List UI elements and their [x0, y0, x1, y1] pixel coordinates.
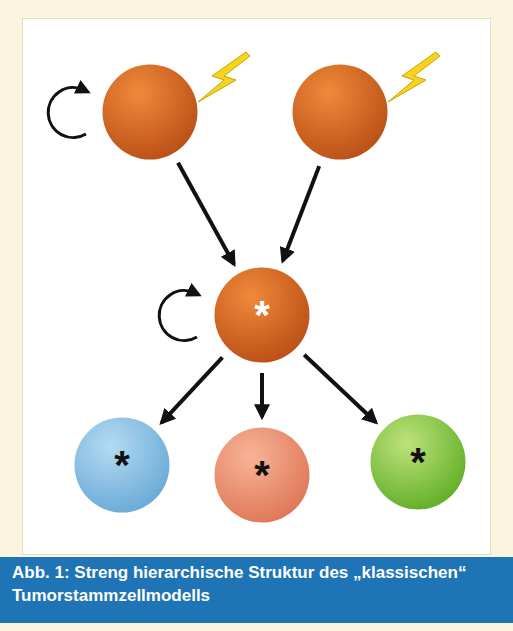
- cell-body: [293, 65, 388, 160]
- cell-body: [215, 268, 310, 363]
- cell-circle: *: [214, 267, 310, 363]
- cell-body: [371, 415, 466, 510]
- cell-circle: [292, 64, 388, 160]
- self-renewal-arrow: [159, 291, 197, 341]
- circle-outline: [292, 64, 388, 160]
- caption: Abb. 1: Streng hierarchische Struktur de…: [12, 561, 482, 607]
- cell-circle: *: [370, 414, 466, 510]
- lineage-arrow: [304, 355, 376, 422]
- marker-asterisk: *: [214, 427, 310, 523]
- lineage-arrow: [178, 163, 234, 264]
- marker-asterisk: *: [74, 417, 170, 513]
- cell-body: [75, 418, 170, 513]
- circle-outline: [102, 64, 198, 160]
- marker-asterisk: *: [370, 414, 466, 510]
- cell-circle: *: [74, 417, 170, 513]
- cell-body: [103, 65, 198, 160]
- lineage-arrow: [260, 373, 264, 417]
- cell-body: [215, 428, 310, 523]
- cell-circle: [102, 64, 198, 160]
- lightning-bolt: [198, 52, 250, 102]
- lightning-bolt: [388, 52, 440, 102]
- self-renewal-arrow: [48, 88, 86, 138]
- cell-circle: *: [214, 427, 310, 523]
- lineage-arrow: [162, 357, 223, 422]
- marker-asterisk: *: [214, 267, 310, 363]
- lineage-arrow: [283, 166, 319, 261]
